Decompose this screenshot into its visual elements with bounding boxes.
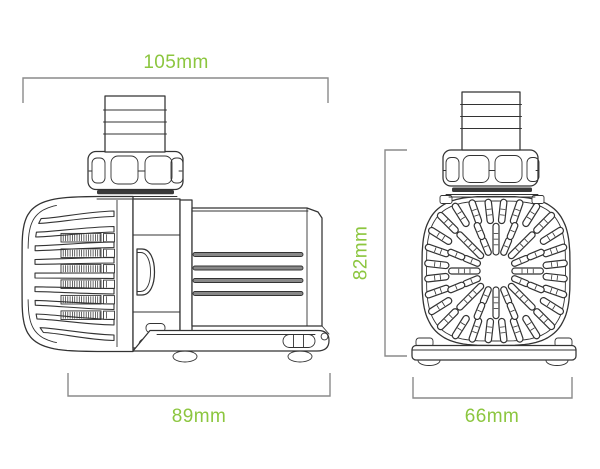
o-ring — [97, 190, 174, 195]
dim-side-height-label: 82mm — [350, 225, 372, 281]
rubber-foot — [172, 350, 198, 363]
dim-width-front-bracket — [412, 377, 573, 399]
dimension-lines — [22, 77, 573, 399]
front-outlet-nut — [442, 91, 540, 198]
grille-inner-rays — [447, 221, 545, 321]
rubber-foot — [287, 350, 313, 363]
dim-bottom-length-label: 89mm — [171, 406, 227, 427]
outlet-nut — [87, 95, 184, 200]
front-base-plate — [411, 337, 577, 366]
hose-barb — [103, 95, 167, 153]
dim-height-right-bracket — [384, 149, 407, 357]
dim-length-bottom-bracket — [67, 373, 331, 397]
screw — [320, 332, 329, 341]
intake-grille — [421, 195, 571, 347]
clip-handle — [136, 248, 156, 296]
dim-front-width-label: 66mm — [464, 406, 520, 427]
side-view — [21, 95, 330, 363]
motor-block — [191, 207, 330, 335]
mount-slot — [282, 334, 316, 348]
dim-width-top-bracket — [22, 77, 329, 103]
vent-slots — [192, 252, 304, 296]
o-ring — [452, 187, 532, 192]
intake-cage — [21, 195, 134, 353]
front-view — [411, 91, 577, 366]
grille-ring-slats — [424, 198, 568, 344]
dim-top-width-label: 105mm — [143, 52, 209, 73]
hose-barb — [460, 91, 522, 151]
base-plate — [132, 323, 330, 363]
